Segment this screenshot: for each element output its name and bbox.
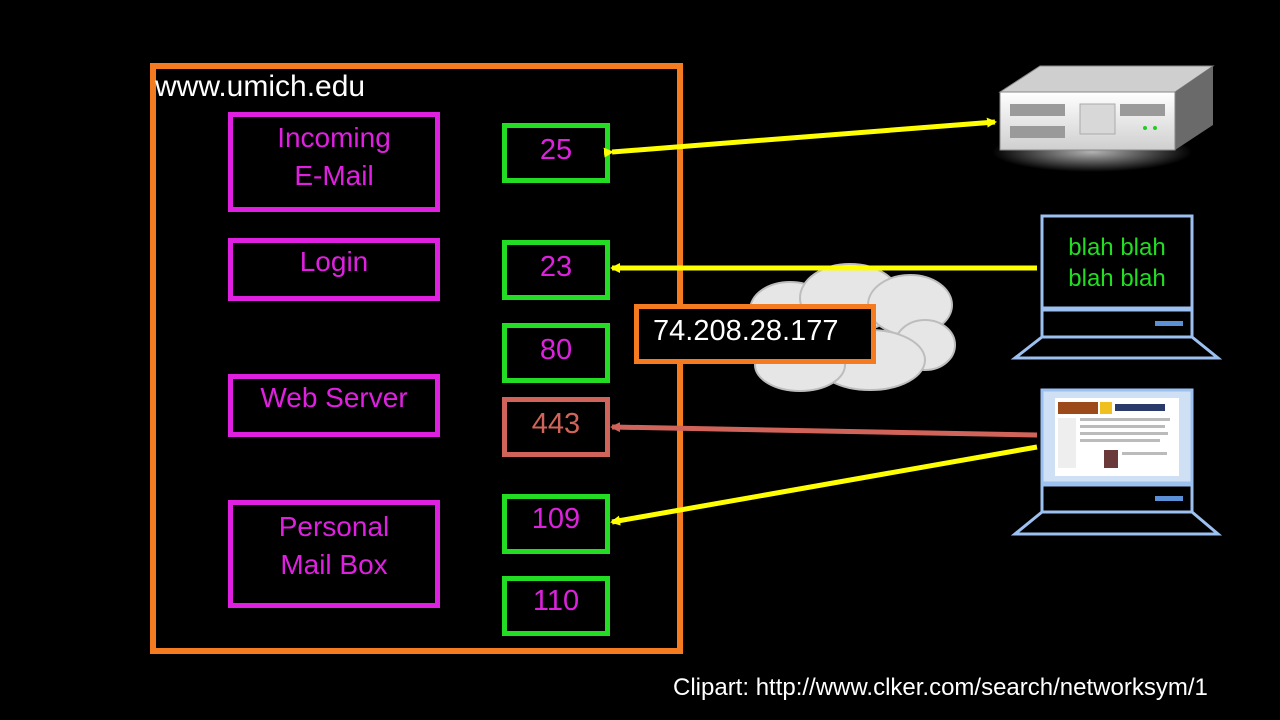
- service-incoming-email: Incoming E-Mail: [228, 112, 440, 212]
- service-personal-mailbox-line1: Personal: [278, 511, 390, 542]
- port-109: 109: [502, 494, 610, 554]
- server-icon: [992, 65, 1215, 172]
- port-80: 80: [502, 323, 610, 383]
- service-login: Login: [228, 238, 440, 301]
- ip-address-box: 74.208.28.177: [634, 304, 876, 364]
- service-incoming-email-line1: Incoming: [277, 122, 391, 153]
- arrow-server-to-port-25: [603, 117, 997, 158]
- port-443: 443: [502, 397, 610, 457]
- terminal-line-2: blah blah: [1068, 265, 1166, 292]
- terminal-line-1: blah blah: [1068, 234, 1166, 261]
- service-incoming-email-line2: E-Mail: [294, 160, 374, 191]
- service-personal-mailbox-line2: Mail Box: [280, 549, 388, 580]
- arrow-browser-to-port-109: [610, 444, 1038, 526]
- port-110: 110: [502, 576, 610, 636]
- port-23: 23: [502, 240, 610, 300]
- clipart-credit: Clipart: http://www.clker.com/search/net…: [673, 674, 1208, 701]
- service-web-server: Web Server: [228, 374, 440, 437]
- arrow-browser-to-port-443: [610, 422, 1038, 438]
- host-label: www.umich.edu: [155, 70, 366, 103]
- terminal-screen-text: blah blah blah blah: [1045, 232, 1189, 294]
- service-personal-mailbox: Personal Mail Box: [228, 500, 440, 608]
- service-login-label: Login: [299, 246, 369, 277]
- laptop-terminal-icon: [1010, 214, 1223, 360]
- service-web-server-label: Web Server: [260, 382, 408, 413]
- laptop-browser-icon: [1010, 388, 1223, 536]
